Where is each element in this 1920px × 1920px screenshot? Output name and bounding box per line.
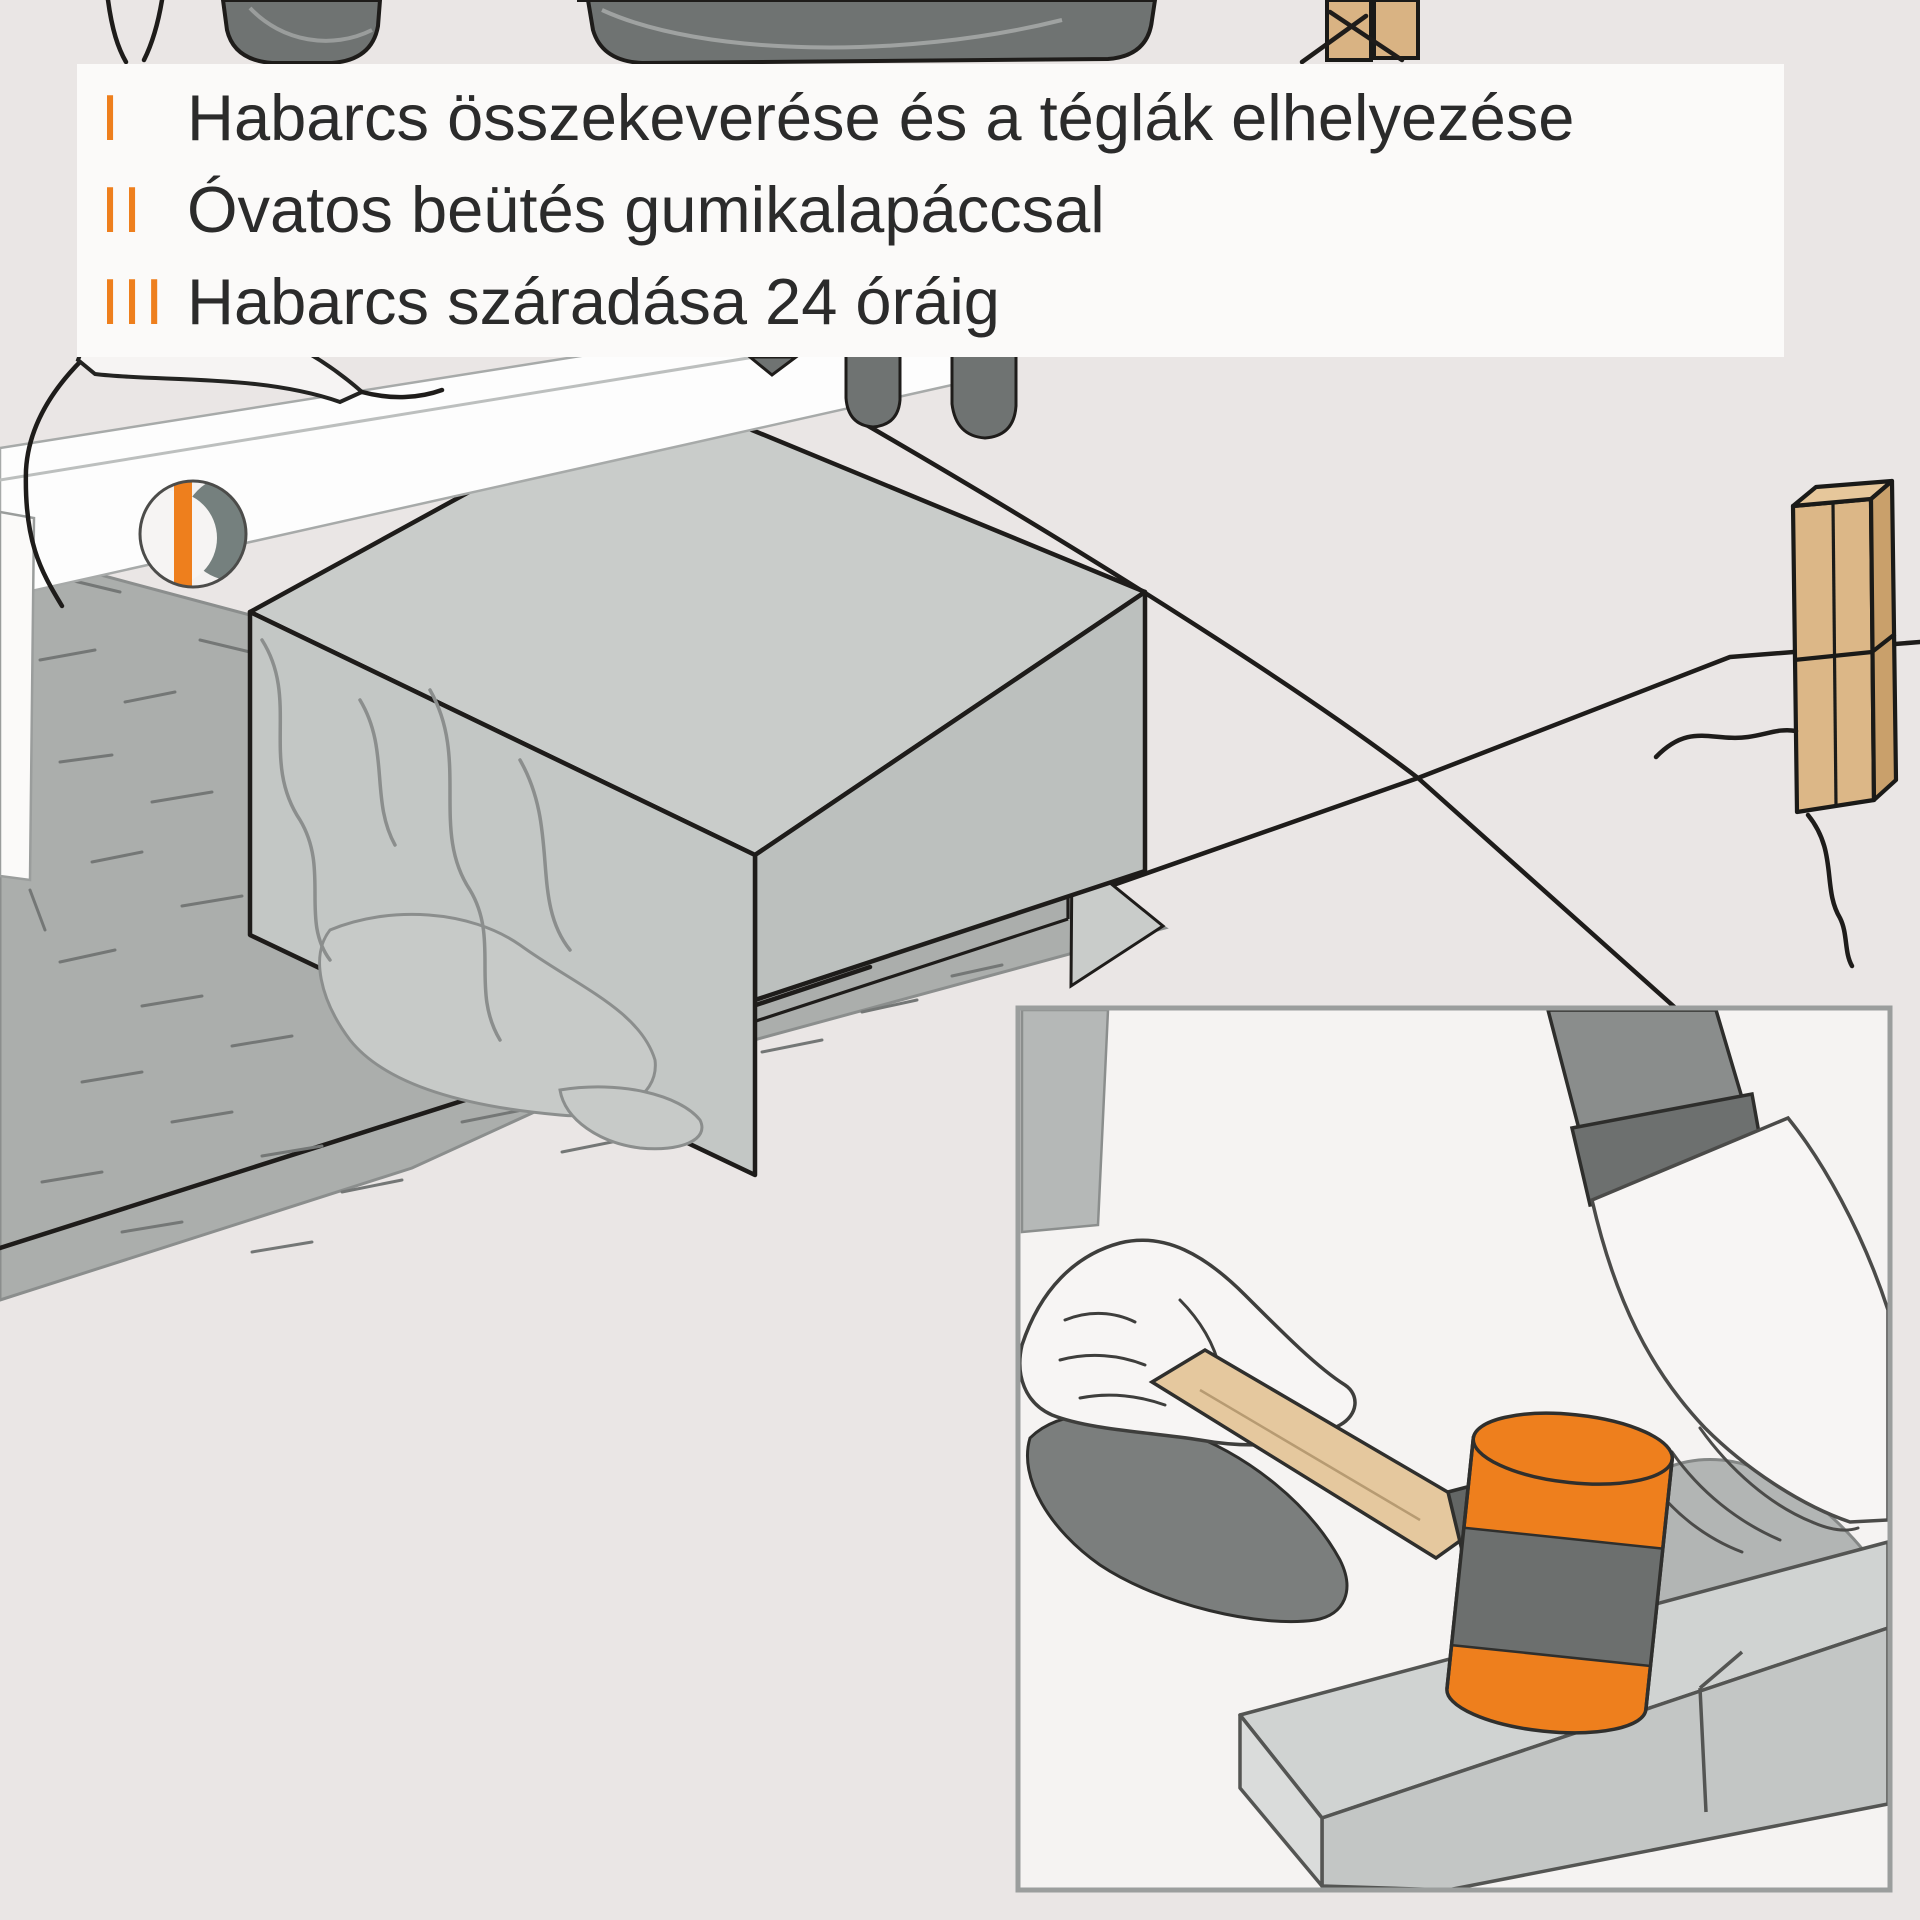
- legend-item-3: III Habarcs száradása 24 óráig: [101, 269, 1760, 334]
- top-edge-shapes: [105, 0, 1420, 66]
- gray-post: [1020, 1008, 1110, 1234]
- inset-border: [1015, 1005, 1893, 1893]
- stick-right: [1372, 0, 1420, 60]
- inset-brick-end: [1238, 1713, 1324, 1888]
- legend-item-2: II Óvatos beütés gumikalapáccsal: [101, 177, 1760, 242]
- tile-joint-steep: [855, 417, 1683, 1015]
- step-numeral-2: II: [101, 173, 146, 246]
- top-left-line-a: [105, 0, 129, 65]
- mallet-head-band: [1450, 1526, 1665, 1668]
- step-label-1: Habarcs összekeverése és a téglák elhely…: [187, 81, 1575, 154]
- pressing-hand-shape: [1589, 1115, 1890, 1524]
- vial-bubble-stripe: [174, 481, 192, 587]
- step-label-2: Óvatos beütés gumikalapáccsal: [187, 173, 1105, 246]
- mortar-heap: [260, 638, 704, 1151]
- glove-finger-line: [359, 387, 445, 400]
- stick-cross-lines: [1299, 9, 1405, 65]
- brick-stack: [1790, 478, 1899, 815]
- mortar-fold-lines: [260, 638, 572, 1042]
- step-numeral-3: III: [101, 265, 168, 338]
- boot-highlight: [601, 8, 1063, 50]
- vial-outline: [138, 479, 248, 589]
- mallet-head-sides: [1445, 1438, 1674, 1710]
- fingertip-small: [745, 355, 801, 377]
- dark-glove-fingers: [745, 350, 1018, 440]
- top-left-line-b: [141, 0, 165, 63]
- knee-pad-left-highlight: [248, 6, 373, 43]
- level-end-post: [0, 510, 36, 882]
- inset-brick-joint: [1698, 1650, 1744, 1813]
- wooden-sticks: [1299, 0, 1420, 65]
- vial-inner: [140, 481, 246, 587]
- step-label-3: Habarcs száradása 24 óráig: [187, 265, 1000, 338]
- crack-lines: [1653, 728, 1855, 969]
- fingertip-right: [950, 350, 1018, 440]
- legend-item-1: I Habarcs összekeverése és a téglák elhe…: [101, 85, 1760, 150]
- inset-panel: [1015, 1005, 1893, 1893]
- heap-blob-small: [558, 1085, 704, 1151]
- pressing-hand: [1545, 1008, 1890, 1554]
- fingertip-left: [844, 350, 902, 429]
- mallet-head: [1445, 1411, 1675, 1735]
- brick-joint-vertical: [1831, 502, 1838, 807]
- brick-joint-horizontal: [1793, 632, 1897, 663]
- legend-panel: I Habarcs összekeverése és a téglák elhe…: [77, 64, 1784, 357]
- step-numeral-1: I: [101, 81, 124, 154]
- inset-content: [1018, 1008, 1890, 1890]
- handle-grain: [1199, 1388, 1421, 1522]
- knee-pad-left: [220, 0, 383, 65]
- boot-shape: [577, 0, 1158, 66]
